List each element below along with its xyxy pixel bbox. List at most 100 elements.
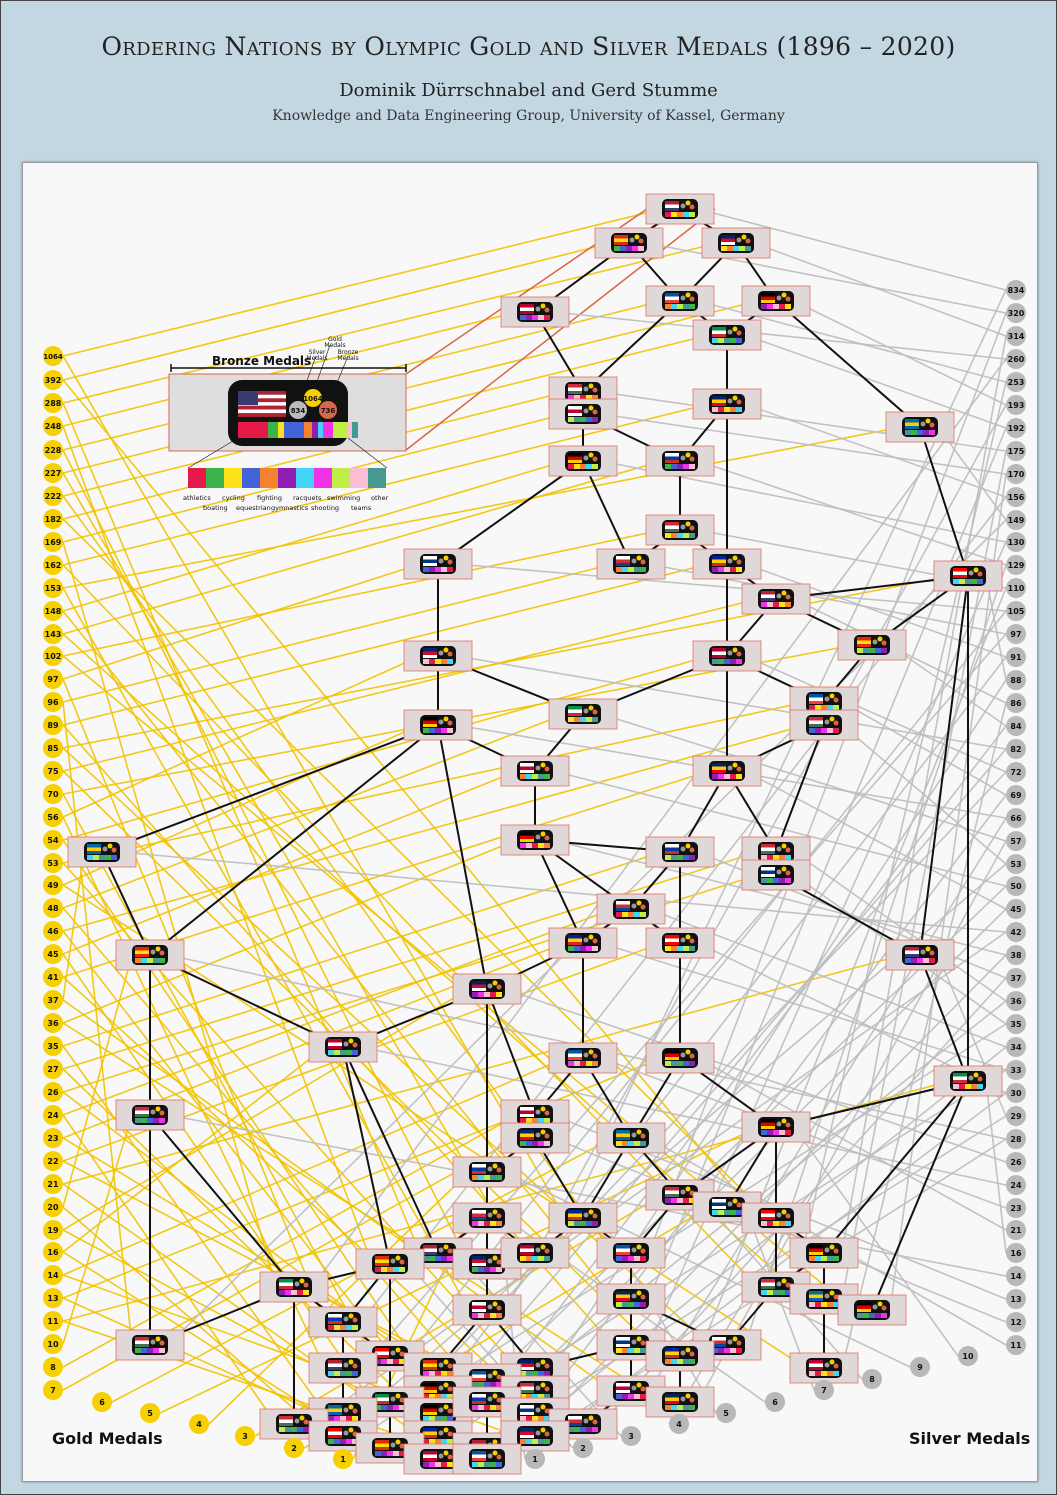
silver-projection-line [793,300,1007,406]
category-bar [640,912,646,917]
legend-callout-line [405,208,716,451]
category-bar [761,602,767,607]
category-bar [689,533,695,538]
category-bar [736,1210,742,1215]
gold-dot [395,1255,401,1261]
category-bar [472,992,478,997]
gold-dot [741,234,747,240]
gold-dot [443,1244,449,1250]
category-bar [447,1256,453,1261]
category-bar [586,464,592,469]
nation-node [692,1329,762,1361]
category-bar [334,1439,340,1444]
flag-stripe [472,1309,486,1312]
nation-node [645,285,715,317]
order-edge [149,1114,295,1288]
bronze-dot [977,1076,983,1082]
silver-dot [631,1132,637,1138]
category-bar [303,1290,309,1295]
category-bar [435,1416,441,1421]
silver-tick-label: 88 [1010,676,1022,685]
flag-stripe [472,1302,486,1306]
category-bar [580,395,586,400]
gold-dot [781,1278,787,1284]
flag-stripe [761,1217,775,1220]
bronze-dot [689,847,695,853]
gold-tick-label: 85 [47,744,59,753]
category-bar [399,1451,405,1456]
silver-dot [680,524,686,530]
flag-stripe [568,709,582,713]
flag-stripe [761,1122,775,1126]
flag-stripe [375,1259,389,1263]
silver-dot [438,1430,444,1436]
silver-dot [680,1396,686,1402]
gold-tick-label: 27 [47,1065,58,1074]
silver-dot [535,1109,541,1115]
category-bar [490,1382,496,1387]
gold-dot [155,1106,161,1112]
bronze-dot [929,950,935,956]
flag-stripe [328,1428,342,1432]
flag-stripe [423,1363,437,1367]
category-bar [520,843,526,848]
bronze-dot [496,1305,502,1311]
flag-stripe [616,908,630,911]
flag-stripe [665,1187,679,1191]
category-bar [279,1290,285,1295]
category-bar [773,304,779,309]
category-bar [490,1221,496,1226]
gold-tick-badge [43,669,63,689]
gold-dot [685,1186,691,1192]
flag-stripe [328,1321,342,1324]
category-bar [724,338,730,343]
flag-stripe [520,1130,534,1134]
legend-bronze-label: Bronze Medals [337,349,359,362]
gold-projection-line [62,355,566,1219]
silver-tick-label: 21 [1010,1226,1022,1235]
bronze-dot [399,1351,405,1357]
silver-tick-label: 6 [772,1398,778,1407]
silver-dot [776,869,782,875]
silver-tick-label: 110 [1008,584,1025,593]
gold-projection-line [208,1171,470,1425]
category-bar [773,1290,779,1295]
bronze-dot [496,984,502,990]
silver-tick-badge [669,1414,689,1434]
silver-projection-line [697,1057,1007,1231]
silver-tick-label: 193 [1008,401,1025,410]
silver-tick-badge [1006,1106,1026,1126]
category-bar [147,1118,153,1123]
gold-projection-line [62,518,807,1254]
silver-tick-badge [1006,693,1026,713]
gold-tick-badge [43,601,63,621]
category-bar [532,774,538,779]
silver-tick-badge [1006,808,1026,828]
category-bar [340,1439,346,1444]
bronze-dot [159,950,165,956]
gold-tick-badge [43,875,63,895]
category-bar [616,567,622,572]
nation-node [596,1237,666,1269]
category-bar [592,395,598,400]
category-bar [689,946,695,951]
gold-tick-badge [43,1059,63,1079]
gold-projection-line [62,563,421,680]
bronze-dot [303,1419,309,1425]
gold-tick-badge [43,1174,63,1194]
silver-dot [968,1075,974,1081]
flag-stripe [712,1337,726,1341]
flag-stripe [520,1428,534,1432]
category-bar [833,705,839,710]
flag-stripe [423,1435,437,1438]
category-bar [881,1313,887,1318]
gold-axis-ticks: 1064392288248228227222182169162153148143… [43,346,353,1469]
gold-dot [732,647,738,653]
nation-node [67,836,137,868]
category-bar [478,1267,484,1272]
bronze-dot [689,456,695,462]
category-bar [544,1118,550,1123]
silver-dot [294,1418,300,1424]
nation-node [548,445,618,477]
flag-stripe [857,637,871,641]
